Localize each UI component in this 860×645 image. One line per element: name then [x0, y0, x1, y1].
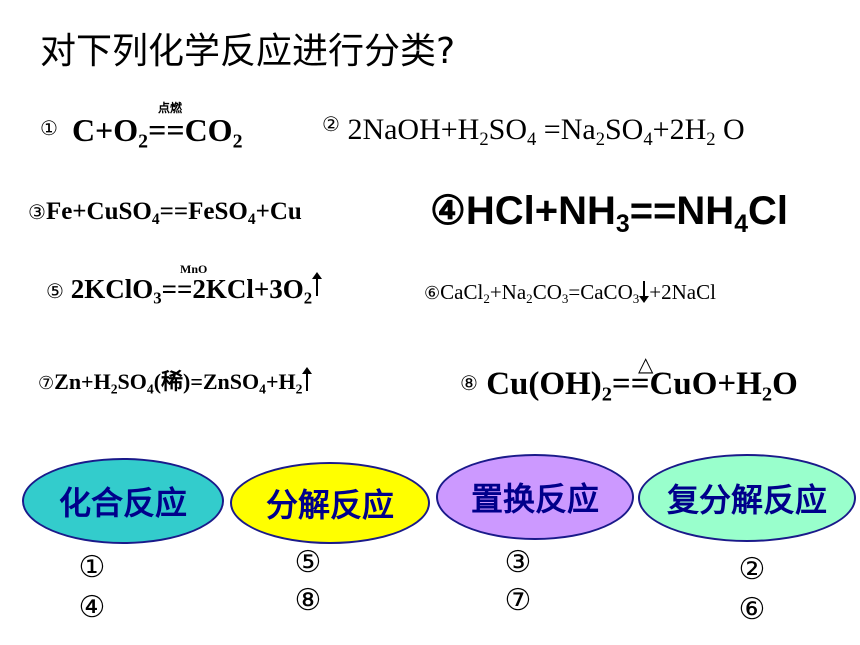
answers-displacement: ③ ⑦: [504, 545, 532, 618]
page-title: 对下列化学反应进行分类?: [40, 31, 456, 72]
gas-arrow-up-icon: [302, 367, 313, 391]
reaction-5: ⑤ 2KClO3==2KCl+3O2: [46, 272, 323, 306]
reaction-7: ⑦Zn+H2SO4(稀)=ZnSO4+H2: [38, 364, 313, 396]
category-displacement: 置换反应: [436, 454, 634, 540]
reaction-6: ⑥CaCl2+Na2CO3=CaCO3+2NaCl: [424, 280, 716, 307]
reaction-number: ⑤: [46, 279, 64, 303]
answers-decomposition: ⑤ ⑧: [294, 545, 322, 618]
reaction-2: ② 2NaOH+H2SO4 =Na2SO4+2H2 O: [322, 112, 745, 150]
answers-double-displacement: ② ⑥: [738, 552, 766, 627]
reaction-3: ③Fe+CuSO4==FeSO4+Cu: [28, 198, 302, 228]
precipitate-arrow-down-icon: [639, 281, 650, 303]
reaction-number: ①: [40, 116, 58, 140]
heat-triangle-icon: △: [638, 352, 654, 376]
reaction-1: ① C+O2==CO2: [40, 112, 243, 153]
reaction-4: ④HCl+NH3==NH4Cl: [430, 189, 788, 238]
category-double-displacement: 复分解反应: [638, 454, 856, 542]
gas-arrow-up-icon: [312, 272, 323, 298]
reaction-1-condition: 点燃: [158, 101, 183, 115]
category-decomposition: 分解反应: [230, 462, 430, 544]
reaction-number: ②: [322, 112, 340, 136]
reaction-number: ④: [430, 189, 466, 233]
reaction-5-condition: MnO: [180, 262, 208, 276]
reaction-8: ⑧ Cu(OH)2==CuO+H2O: [460, 366, 798, 406]
reaction-number: ③: [28, 200, 46, 224]
answers-combination: ① ④: [78, 550, 106, 625]
reaction-number: ⑧: [460, 371, 478, 395]
category-combination: 化合反应: [22, 458, 224, 544]
reaction-number: ⑦: [38, 373, 55, 394]
reaction-number: ⑥: [424, 283, 441, 304]
